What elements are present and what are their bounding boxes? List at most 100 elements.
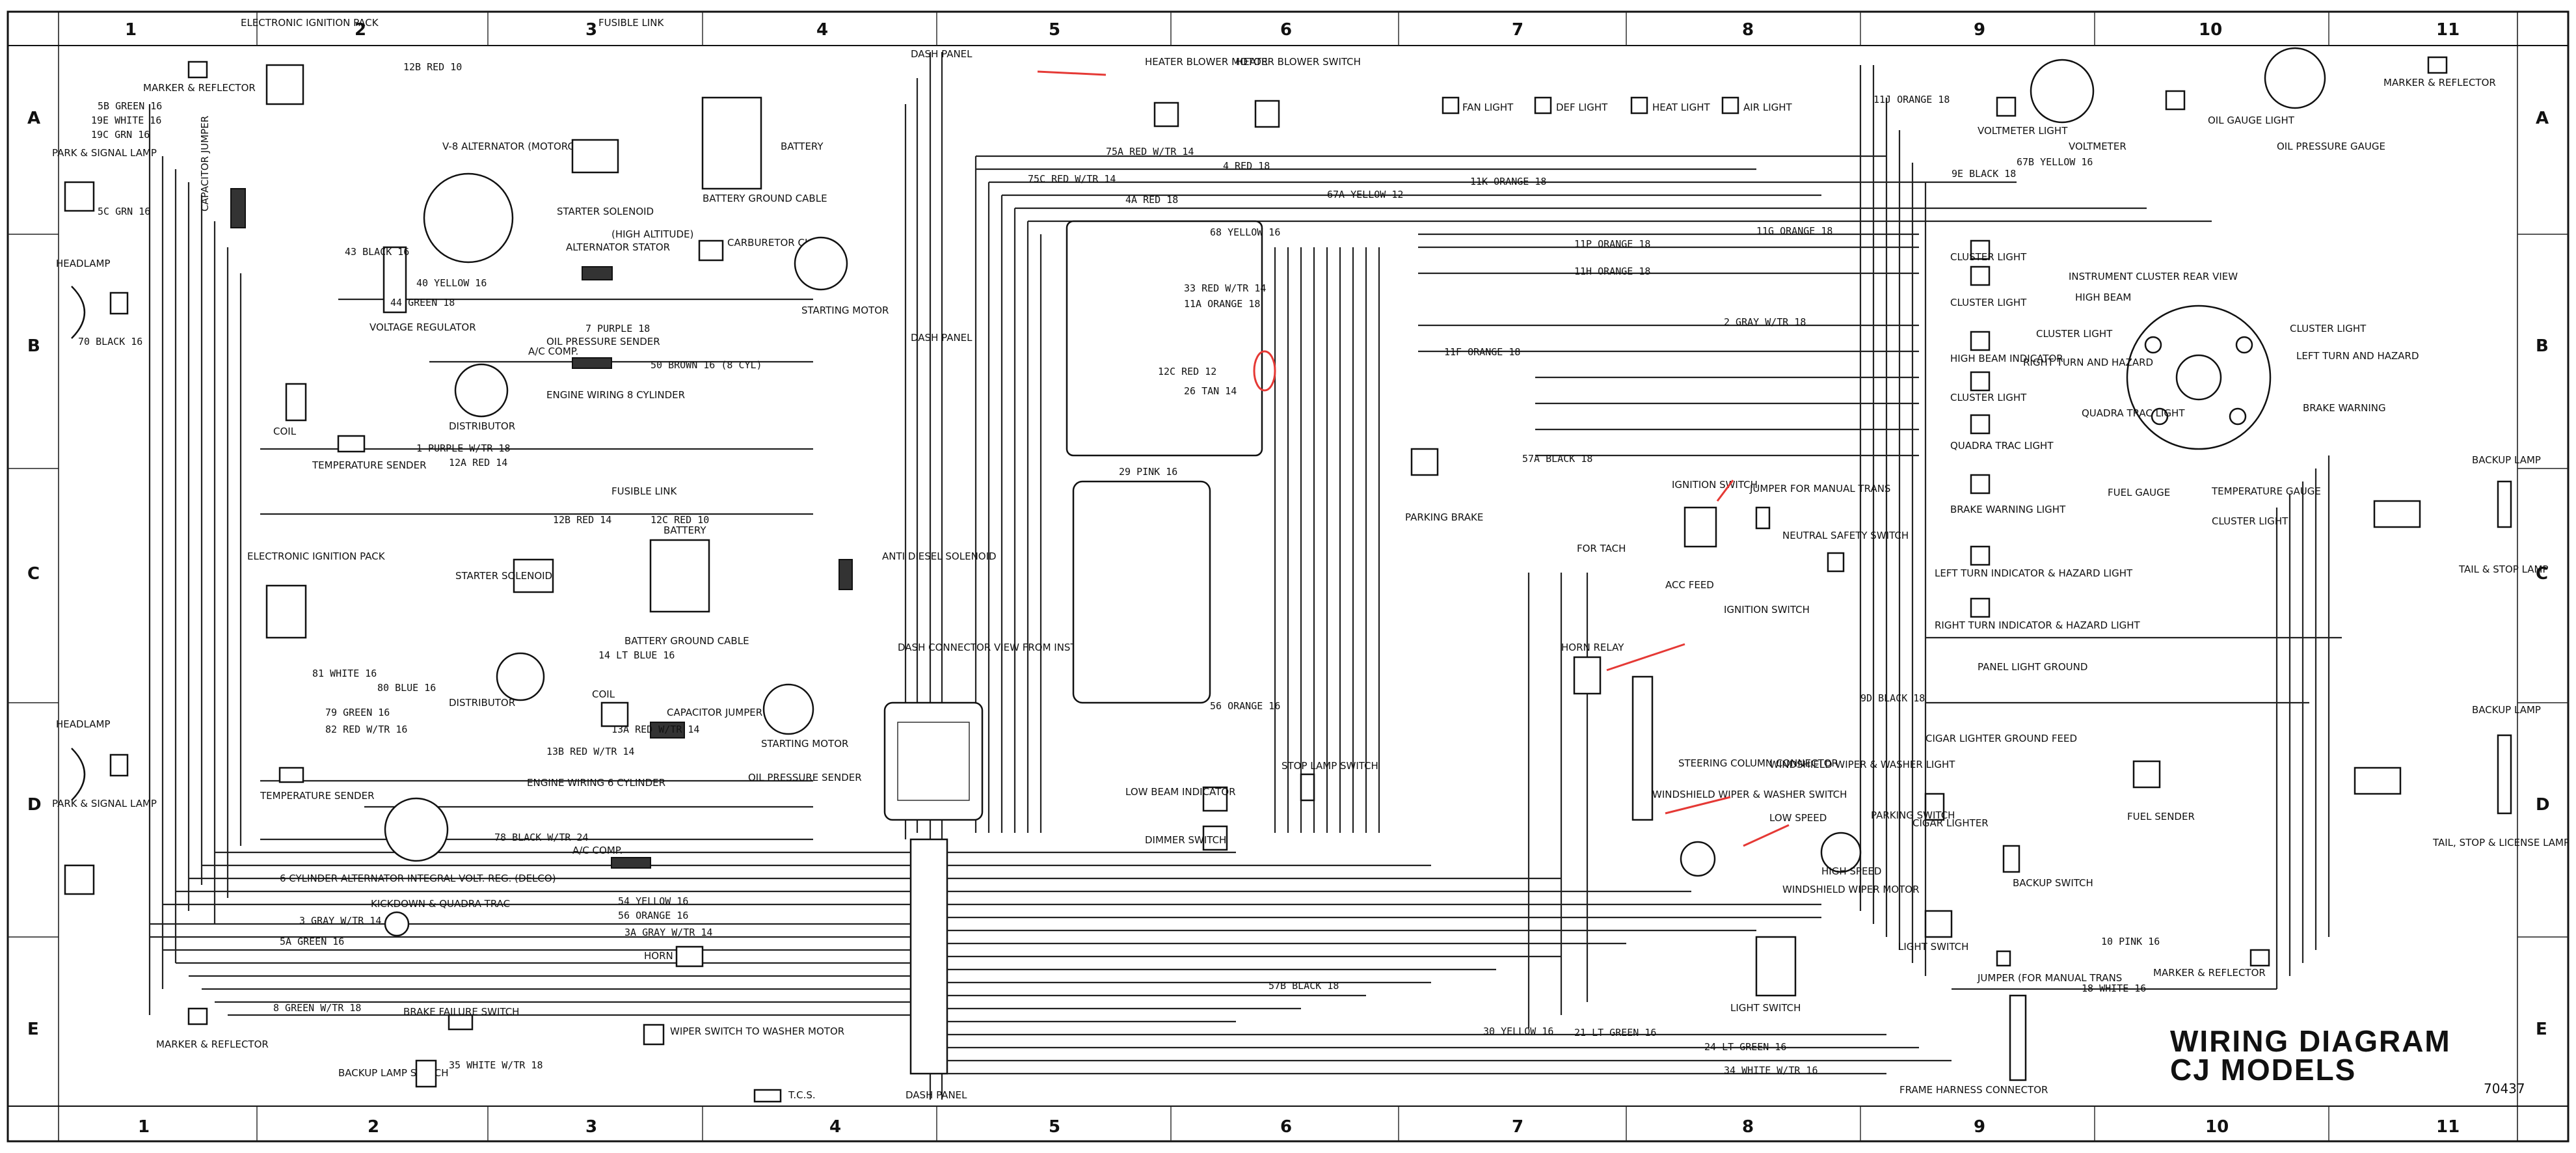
svg-text:BRAKE FAILURE SWITCH: BRAKE FAILURE SWITCH [403, 1006, 519, 1018]
starting-motor-lower: STARTING MOTOR [761, 683, 848, 750]
svg-text:30 YELLOW 16: 30 YELLOW 16 [1483, 1025, 1553, 1037]
svg-text:RIGHT TURN INDICATOR & HAZARD: RIGHT TURN INDICATOR & HAZARD LIGHT [1935, 619, 2141, 631]
svg-text:HORN: HORN [644, 950, 673, 962]
svg-text:ANTI DIESEL SOLENOID: ANTI DIESEL SOLENOID [882, 550, 997, 562]
coil-6cyl: COIL [592, 688, 629, 727]
svg-text:7 PURPLE 18: 7 PURPLE 18 [585, 323, 650, 334]
instrument-cluster: INSTRUMENT CLUSTER REAR VIEW HIGH BEAM C… [2023, 271, 2419, 527]
svg-text:LEFT TURN AND HAZARD: LEFT TURN AND HAZARD [2296, 350, 2419, 362]
svg-text:5A GREEN 16: 5A GREEN 16 [280, 936, 344, 947]
headlamp-left: HEADLAMP [56, 258, 129, 339]
svg-text:CAPACITOR JUMPER: CAPACITOR JUMPER [667, 707, 762, 718]
drawing-code: 70437 [2484, 1081, 2525, 1096]
svg-text:21 LT GREEN 16: 21 LT GREEN 16 [1574, 1027, 1656, 1038]
svg-text:WINDSHIELD WIPER & WASHER SWIT: WINDSHIELD WIPER & WASHER SWITCH [1652, 789, 1847, 800]
svg-text:MARKER & REFLECTOR: MARKER & REFLECTOR [156, 1038, 269, 1050]
park-signal-lamp-front-left: PARK & SIGNAL LAMP [52, 147, 157, 212]
panel-light-ground: PANEL LIGHT GROUND [1978, 661, 2087, 673]
tcs: T.C.S. [753, 1089, 816, 1103]
col-label-6: 6 [1280, 20, 1292, 40]
svg-text:CAPACITOR JUMPER: CAPACITOR JUMPER [199, 116, 211, 211]
svg-text:CLUSTER LIGHT: CLUSTER LIGHT [2212, 515, 2288, 527]
title-line-1: WIRING DIAGRAM [2170, 1024, 2451, 1058]
row-label-b-left: B [27, 336, 40, 356]
row-label-b-right: B [2536, 336, 2549, 356]
heater-blower-motor: HEATER BLOWER MOTOR [1037, 56, 1268, 128]
oil-gauge-light: OIL GAUGE LIGHT [2165, 90, 2295, 126]
svg-text:LOW BEAM INDICATOR: LOW BEAM INDICATOR [1125, 786, 1236, 798]
air-light: AIR LIGHT [1721, 96, 1793, 115]
row-label-e-right: E [2536, 1020, 2547, 1039]
callout-arrow-wiper [1743, 824, 1790, 847]
distributor-6cyl: DISTRIBUTOR [449, 652, 545, 709]
col-label-2: 2 [355, 20, 366, 40]
electronic-ignition-pack-6cyl: ELECTRONIC IGNITION PACK [247, 550, 386, 639]
svg-text:DISTRIBUTOR: DISTRIBUTOR [449, 697, 515, 709]
svg-text:81 WHITE 16: 81 WHITE 16 [312, 668, 377, 679]
svg-text:LEFT TURN INDICATOR & HAZARD L: LEFT TURN INDICATOR & HAZARD LIGHT [1935, 567, 2133, 579]
svg-text:67A YELLOW 12: 67A YELLOW 12 [1327, 189, 1403, 200]
temperature-sender-8cyl: TEMPERATURE SENDER [312, 435, 427, 471]
svg-text:COIL: COIL [273, 426, 297, 437]
svg-text:19E WHITE 16: 19E WHITE 16 [91, 115, 161, 126]
svg-text:KICKDOWN & QUADRA TRAC: KICKDOWN & QUADRA TRAC [371, 898, 510, 910]
neutral-safety-switch: NEUTRAL SAFETY SWITCH [1782, 530, 1909, 573]
svg-text:HORN RELAY: HORN RELAY [1561, 642, 1624, 653]
svg-text:WIPER SWITCH TO WASHER MOTOR: WIPER SWITCH TO WASHER MOTOR [670, 1025, 844, 1037]
svg-text:OIL GAUGE LIGHT: OIL GAUGE LIGHT [2208, 115, 2295, 126]
svg-text:(HIGH ALTITUDE): (HIGH ALTITUDE) [611, 228, 693, 240]
heat-light: HEAT LIGHT [1630, 96, 1710, 115]
svg-text:WINDSHIELD WIPER & WASHER LIGH: WINDSHIELD WIPER & WASHER LIGHT [1769, 759, 1955, 770]
svg-text:OIL PRESSURE SENDER: OIL PRESSURE SENDER [546, 336, 660, 347]
svg-text:INSTRUMENT CLUSTER REAR VIEW: INSTRUMENT CLUSTER REAR VIEW [2069, 271, 2238, 282]
svg-text:FUSIBLE LINK: FUSIBLE LINK [598, 17, 664, 29]
temperature-sender-6cyl: TEMPERATURE SENDER [260, 766, 375, 802]
svg-text:DEF LIGHT: DEF LIGHT [1556, 102, 1608, 113]
svg-text:QUADRA TRAC LIGHT: QUADRA TRAC LIGHT [1950, 440, 2054, 452]
svg-text:57A BLACK 18: 57A BLACK 18 [1522, 453, 1592, 465]
svg-text:70 BLACK 16: 70 BLACK 16 [78, 336, 142, 347]
svg-text:CIGAR LIGHTER: CIGAR LIGHTER [1912, 817, 1989, 829]
col-label-bottom-6: 6 [1280, 1117, 1292, 1137]
svg-text:33 RED W/TR 14: 33 RED W/TR 14 [1184, 282, 1266, 294]
alternator-stator: ALTERNATOR STATOR (HIGH ALTITUDE) [566, 228, 693, 280]
col-label-5: 5 [1049, 20, 1060, 40]
svg-text:FAN LIGHT: FAN LIGHT [1462, 102, 1514, 113]
svg-text:12B RED 10: 12B RED 10 [403, 61, 462, 73]
svg-text:BATTERY GROUND CABLE: BATTERY GROUND CABLE [624, 635, 749, 647]
wiper-washer-motor: WIPER SWITCH TO WASHER MOTOR [643, 1024, 844, 1046]
horn-relay: HORN RELAY [1561, 642, 1685, 695]
starter-solenoid-lower: STARTER SOLENOID [455, 558, 554, 593]
svg-text:PARK & SIGNAL LAMP: PARK & SIGNAL LAMP [52, 147, 157, 159]
light-switch-right: LIGHT SWITCH [1898, 910, 1968, 953]
col-label-bottom-11: 11 [2436, 1117, 2460, 1137]
svg-text:12B RED 14: 12B RED 14 [553, 514, 611, 526]
col-label-11: 11 [2436, 20, 2460, 40]
svg-text:PANEL LIGHT GROUND: PANEL LIGHT GROUND [1978, 661, 2087, 673]
row-label-e-left: E [27, 1020, 39, 1039]
fuel-sender: FUEL SENDER [2127, 760, 2195, 822]
svg-text:78 BLACK W/TR 24: 78 BLACK W/TR 24 [494, 832, 589, 843]
col-label-bottom-7: 7 [1512, 1117, 1523, 1137]
col-label-bottom-10: 10 [2205, 1117, 2229, 1137]
col-label-bottom-5: 5 [1049, 1117, 1060, 1137]
svg-text:OIL PRESSURE SENDER: OIL PRESSURE SENDER [748, 772, 862, 783]
svg-text:MARKER & REFLECTOR: MARKER & REFLECTOR [2383, 77, 2496, 88]
backup-switch: BACKUP SWITCH [2002, 845, 2093, 889]
svg-text:NEUTRAL SAFETY SWITCH: NEUTRAL SAFETY SWITCH [1782, 530, 1909, 541]
fan-light: FAN LIGHT [1442, 96, 1514, 115]
cigar-lighter: CIGAR LIGHTER [1912, 793, 1989, 829]
left-turn-indicator-light: LEFT TURN INDICATOR & HAZARD LIGHT [1935, 545, 2133, 579]
starting-motor-upper: STARTING MOTOR [794, 236, 889, 316]
svg-text:HIGH BEAM: HIGH BEAM [2075, 292, 2131, 303]
svg-text:VOLTAGE REGULATOR: VOLTAGE REGULATOR [369, 321, 476, 333]
svg-text:LIGHT SWITCH: LIGHT SWITCH [1898, 941, 1968, 953]
light-switch: LIGHT SWITCH [1730, 936, 1801, 1014]
stop-lamp-switch: STOP LAMP SWITCH [1281, 760, 1378, 802]
callout-circle [1253, 350, 1276, 392]
svg-text:FUSIBLE LINK: FUSIBLE LINK [611, 485, 677, 497]
svg-text:40 YELLOW 16: 40 YELLOW 16 [416, 277, 487, 289]
svg-text:11H ORANGE 18: 11H ORANGE 18 [1574, 265, 1650, 277]
col-label-8: 8 [1742, 20, 1754, 40]
